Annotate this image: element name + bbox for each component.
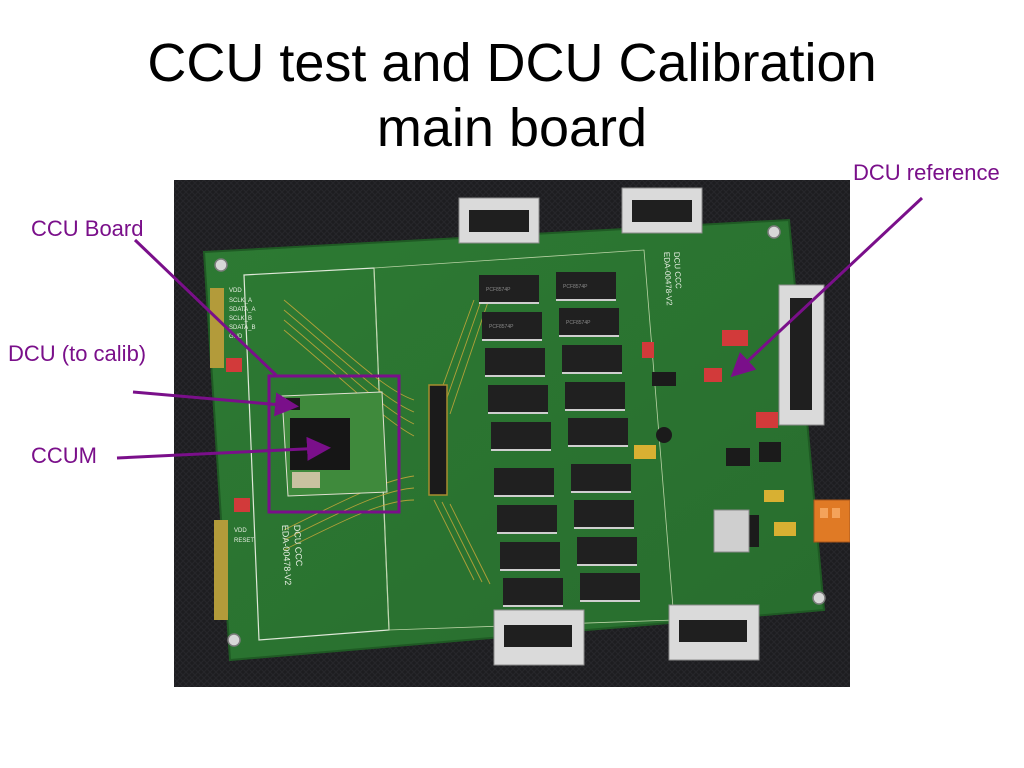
callout-dcu-to-calib: DCU (to calib) <box>8 341 147 366</box>
silk-pin-reset: RESET <box>234 538 254 544</box>
callout-ccu-board: CCU Board <box>31 216 144 241</box>
arrow-ccum <box>116 436 331 461</box>
pcb-photo: PCF8574P PCF8574P PCF8574P PCF8574P <box>174 180 850 687</box>
chip-marking-4: PCF8574P <box>566 320 591 326</box>
slide-title-line-2: main board <box>376 98 648 158</box>
silk-pin-sclk-a: SCLK_A <box>229 298 252 304</box>
ribbon-connector-bottom-1 <box>493 609 585 666</box>
silk-board-name: DCU CCC <box>292 525 304 567</box>
silk-board-name-2: DCU CCC <box>672 252 683 290</box>
slide-title-line-1: CCU test and DCU Calibration <box>147 33 877 93</box>
red-components <box>226 330 778 512</box>
mounting-holes <box>214 225 826 647</box>
arrow-dcu-to-calib <box>132 390 299 417</box>
silk-board-id: EDA-00478-V2 <box>280 525 293 586</box>
arrow-ccu-board <box>133 238 278 377</box>
edge-connector <box>428 384 448 496</box>
chip-marking-3: PCF8574P <box>489 324 514 330</box>
ribbon-connector-top-1 <box>458 197 540 244</box>
silk-pin-sclk-b: SCLK_B <box>229 316 252 322</box>
chip-marking-1: PCF8574P <box>486 287 511 293</box>
ribbon-connector-top-2 <box>621 187 703 234</box>
ribbon-connector-bottom-2 <box>668 604 760 661</box>
ribbon-connector-right <box>778 284 825 426</box>
silk-pin-sdata-a: SDATA_A <box>229 307 255 313</box>
voltage-regulator <box>713 509 750 553</box>
dip-chip-array <box>479 272 640 606</box>
silk-pin-vdd-2: VDD <box>234 528 247 534</box>
silk-pin-vdd: VDD <box>229 288 242 294</box>
dip-chip-pins <box>479 299 640 607</box>
arrow-dcu-reference <box>730 196 924 378</box>
callout-dcu-reference: DCU reference <box>853 160 1000 185</box>
chip-marking-2: PCF8574P <box>563 284 588 290</box>
tantalum-capacitors <box>634 445 796 536</box>
callout-ccum: CCUM <box>31 443 97 468</box>
dip-chip-markings: PCF8574P PCF8574P PCF8574P PCF8574P <box>486 284 591 330</box>
silk-pin-sdata-b: SDATA_B <box>229 325 255 331</box>
orange-connector <box>813 499 850 543</box>
silk-board-id-2: EDA-00478-V2 <box>662 252 674 307</box>
ccu-board-highlight-frame <box>267 374 401 514</box>
pin-header-left <box>210 288 228 620</box>
